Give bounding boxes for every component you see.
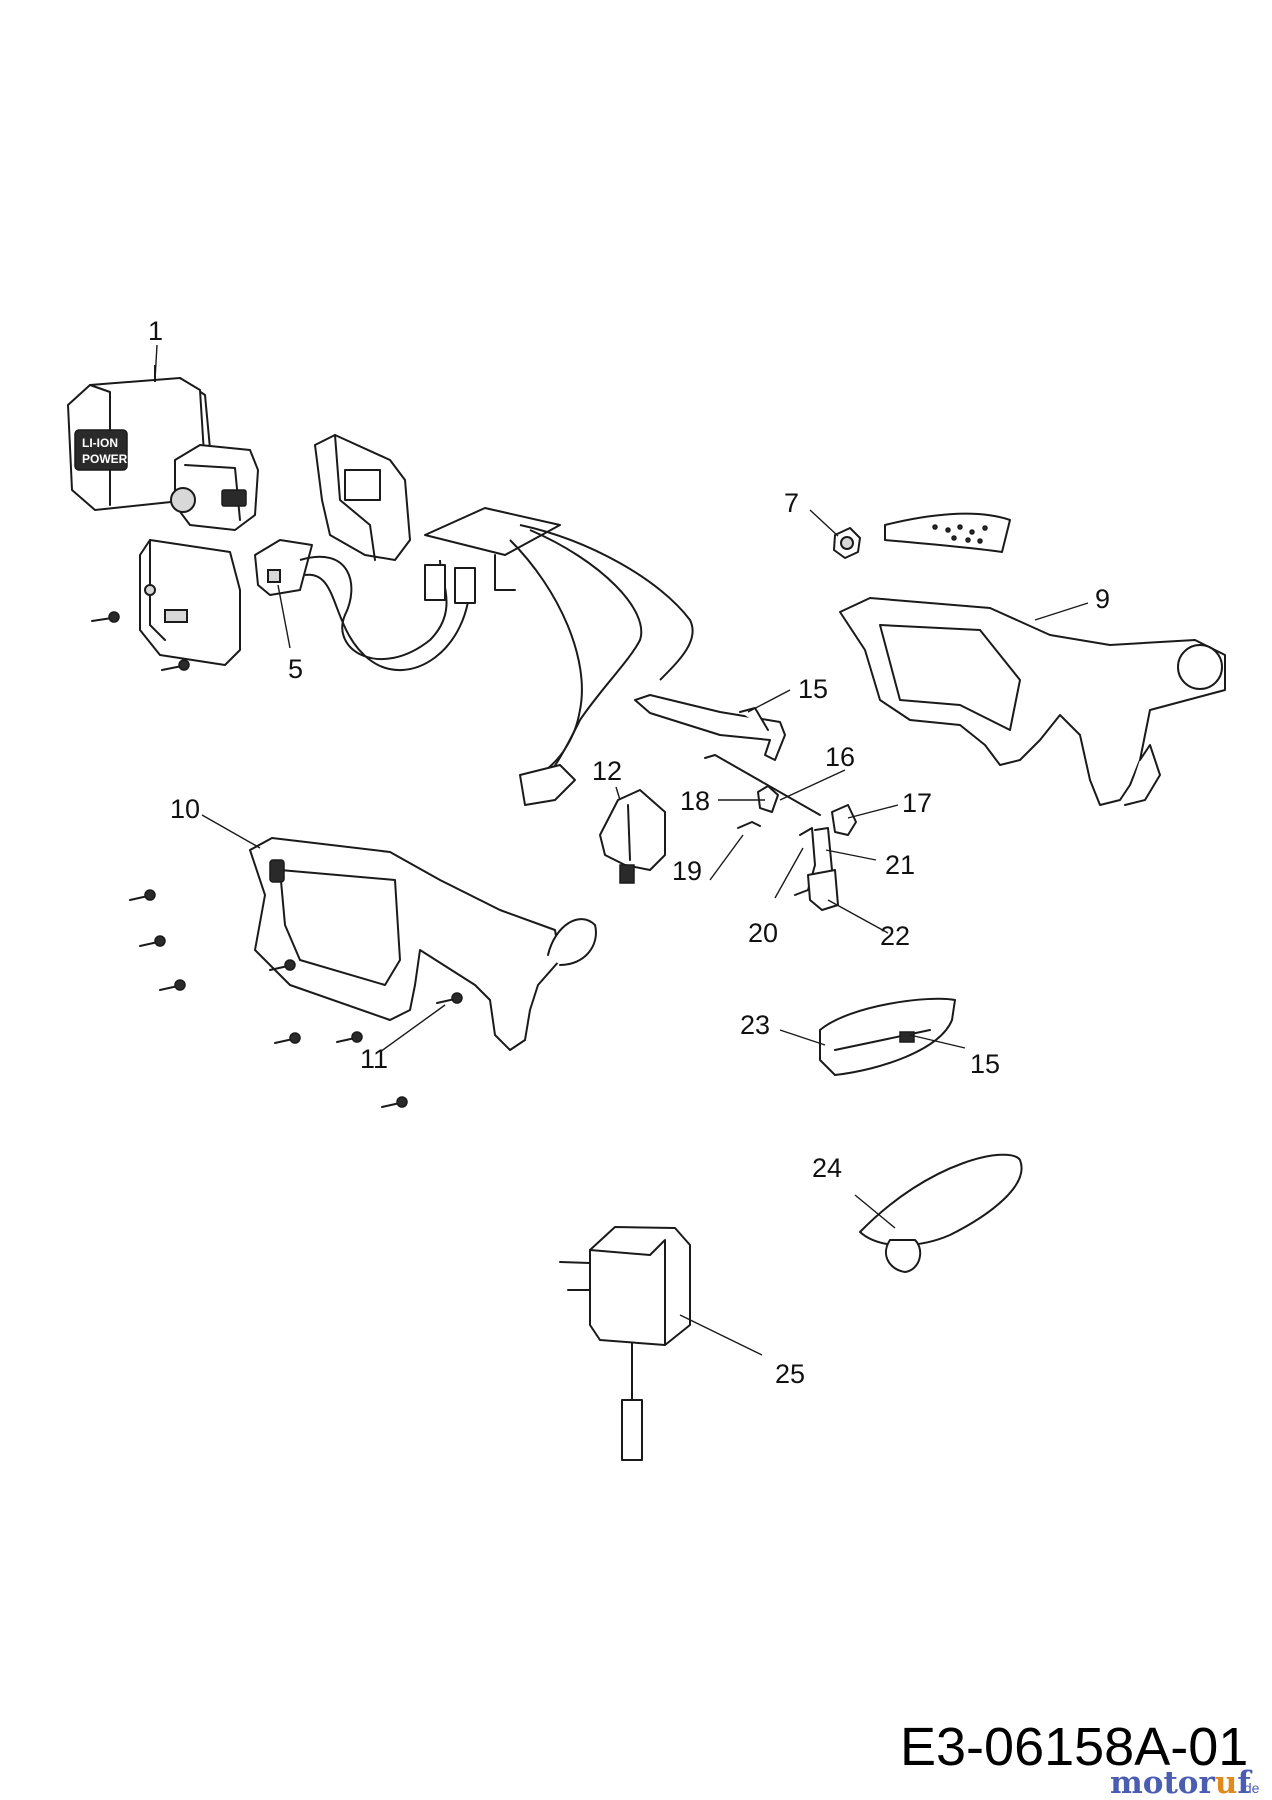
callout-10: 10 <box>170 794 200 824</box>
switch-mechanism-part <box>737 785 857 911</box>
callout-7: 7 <box>784 488 799 518</box>
knob-part <box>833 527 861 559</box>
callout-19: 19 <box>672 856 702 886</box>
drawing-number: E3-06158A-01 <box>900 1717 1248 1777</box>
switch-housing-part <box>599 789 666 884</box>
grip-insert-part <box>884 512 1011 553</box>
cover-screws <box>91 611 190 671</box>
logo-text-tail: f <box>1237 1765 1252 1800</box>
rod-part <box>704 754 821 816</box>
callout-12: 12 <box>592 756 622 786</box>
callout-9: 9 <box>1095 584 1110 614</box>
circuit-board-part <box>424 507 694 806</box>
callout-23: 23 <box>740 1010 770 1040</box>
battery-cover-part <box>139 539 241 666</box>
callout-1: 1 <box>148 316 163 346</box>
callout-15-lower: 15 <box>970 1049 1000 1079</box>
logo-text-main: motor <box>1110 1765 1215 1800</box>
handle-right-half-part <box>839 597 1226 806</box>
callout-24: 24 <box>812 1153 842 1183</box>
trigger-lever-part <box>634 694 786 761</box>
logo-domain: .de <box>1240 1780 1260 1796</box>
battery-label-line2: POWER <box>82 452 128 466</box>
battery-housing-part <box>314 434 411 561</box>
callout-21: 21 <box>885 850 915 880</box>
logo-text-accent: u <box>1215 1765 1238 1800</box>
motoruf-logo: motoruf .de <box>1110 1765 1260 1800</box>
callout-25: 25 <box>775 1359 805 1389</box>
handle-left-half-part <box>249 837 597 1051</box>
callout-15-upper: 15 <box>798 674 828 704</box>
callout-18: 18 <box>680 786 710 816</box>
hand-guard-part <box>859 1153 1023 1273</box>
callout-20: 20 <box>748 918 778 948</box>
callout-5: 5 <box>288 654 303 684</box>
callout-16: 16 <box>825 742 855 772</box>
handle-screws <box>129 889 463 1108</box>
handle-cover-part <box>819 997 956 1076</box>
callout-labels: 1 5 7 9 10 11 12 15 15 16 17 18 19 20 21… <box>148 316 1110 1389</box>
battery-pack-part: LI-ION POWER <box>67 365 259 531</box>
battery-terminal-part <box>254 539 471 672</box>
leader-lines <box>154 344 1089 1356</box>
callout-22: 22 <box>880 921 910 951</box>
callout-17: 17 <box>902 788 932 818</box>
svg-text:motoruf: motoruf <box>1110 1765 1252 1800</box>
callout-11: 11 <box>360 1044 388 1074</box>
battery-label-line1: LI-ION <box>82 436 118 450</box>
charger-part <box>559 1226 691 1461</box>
